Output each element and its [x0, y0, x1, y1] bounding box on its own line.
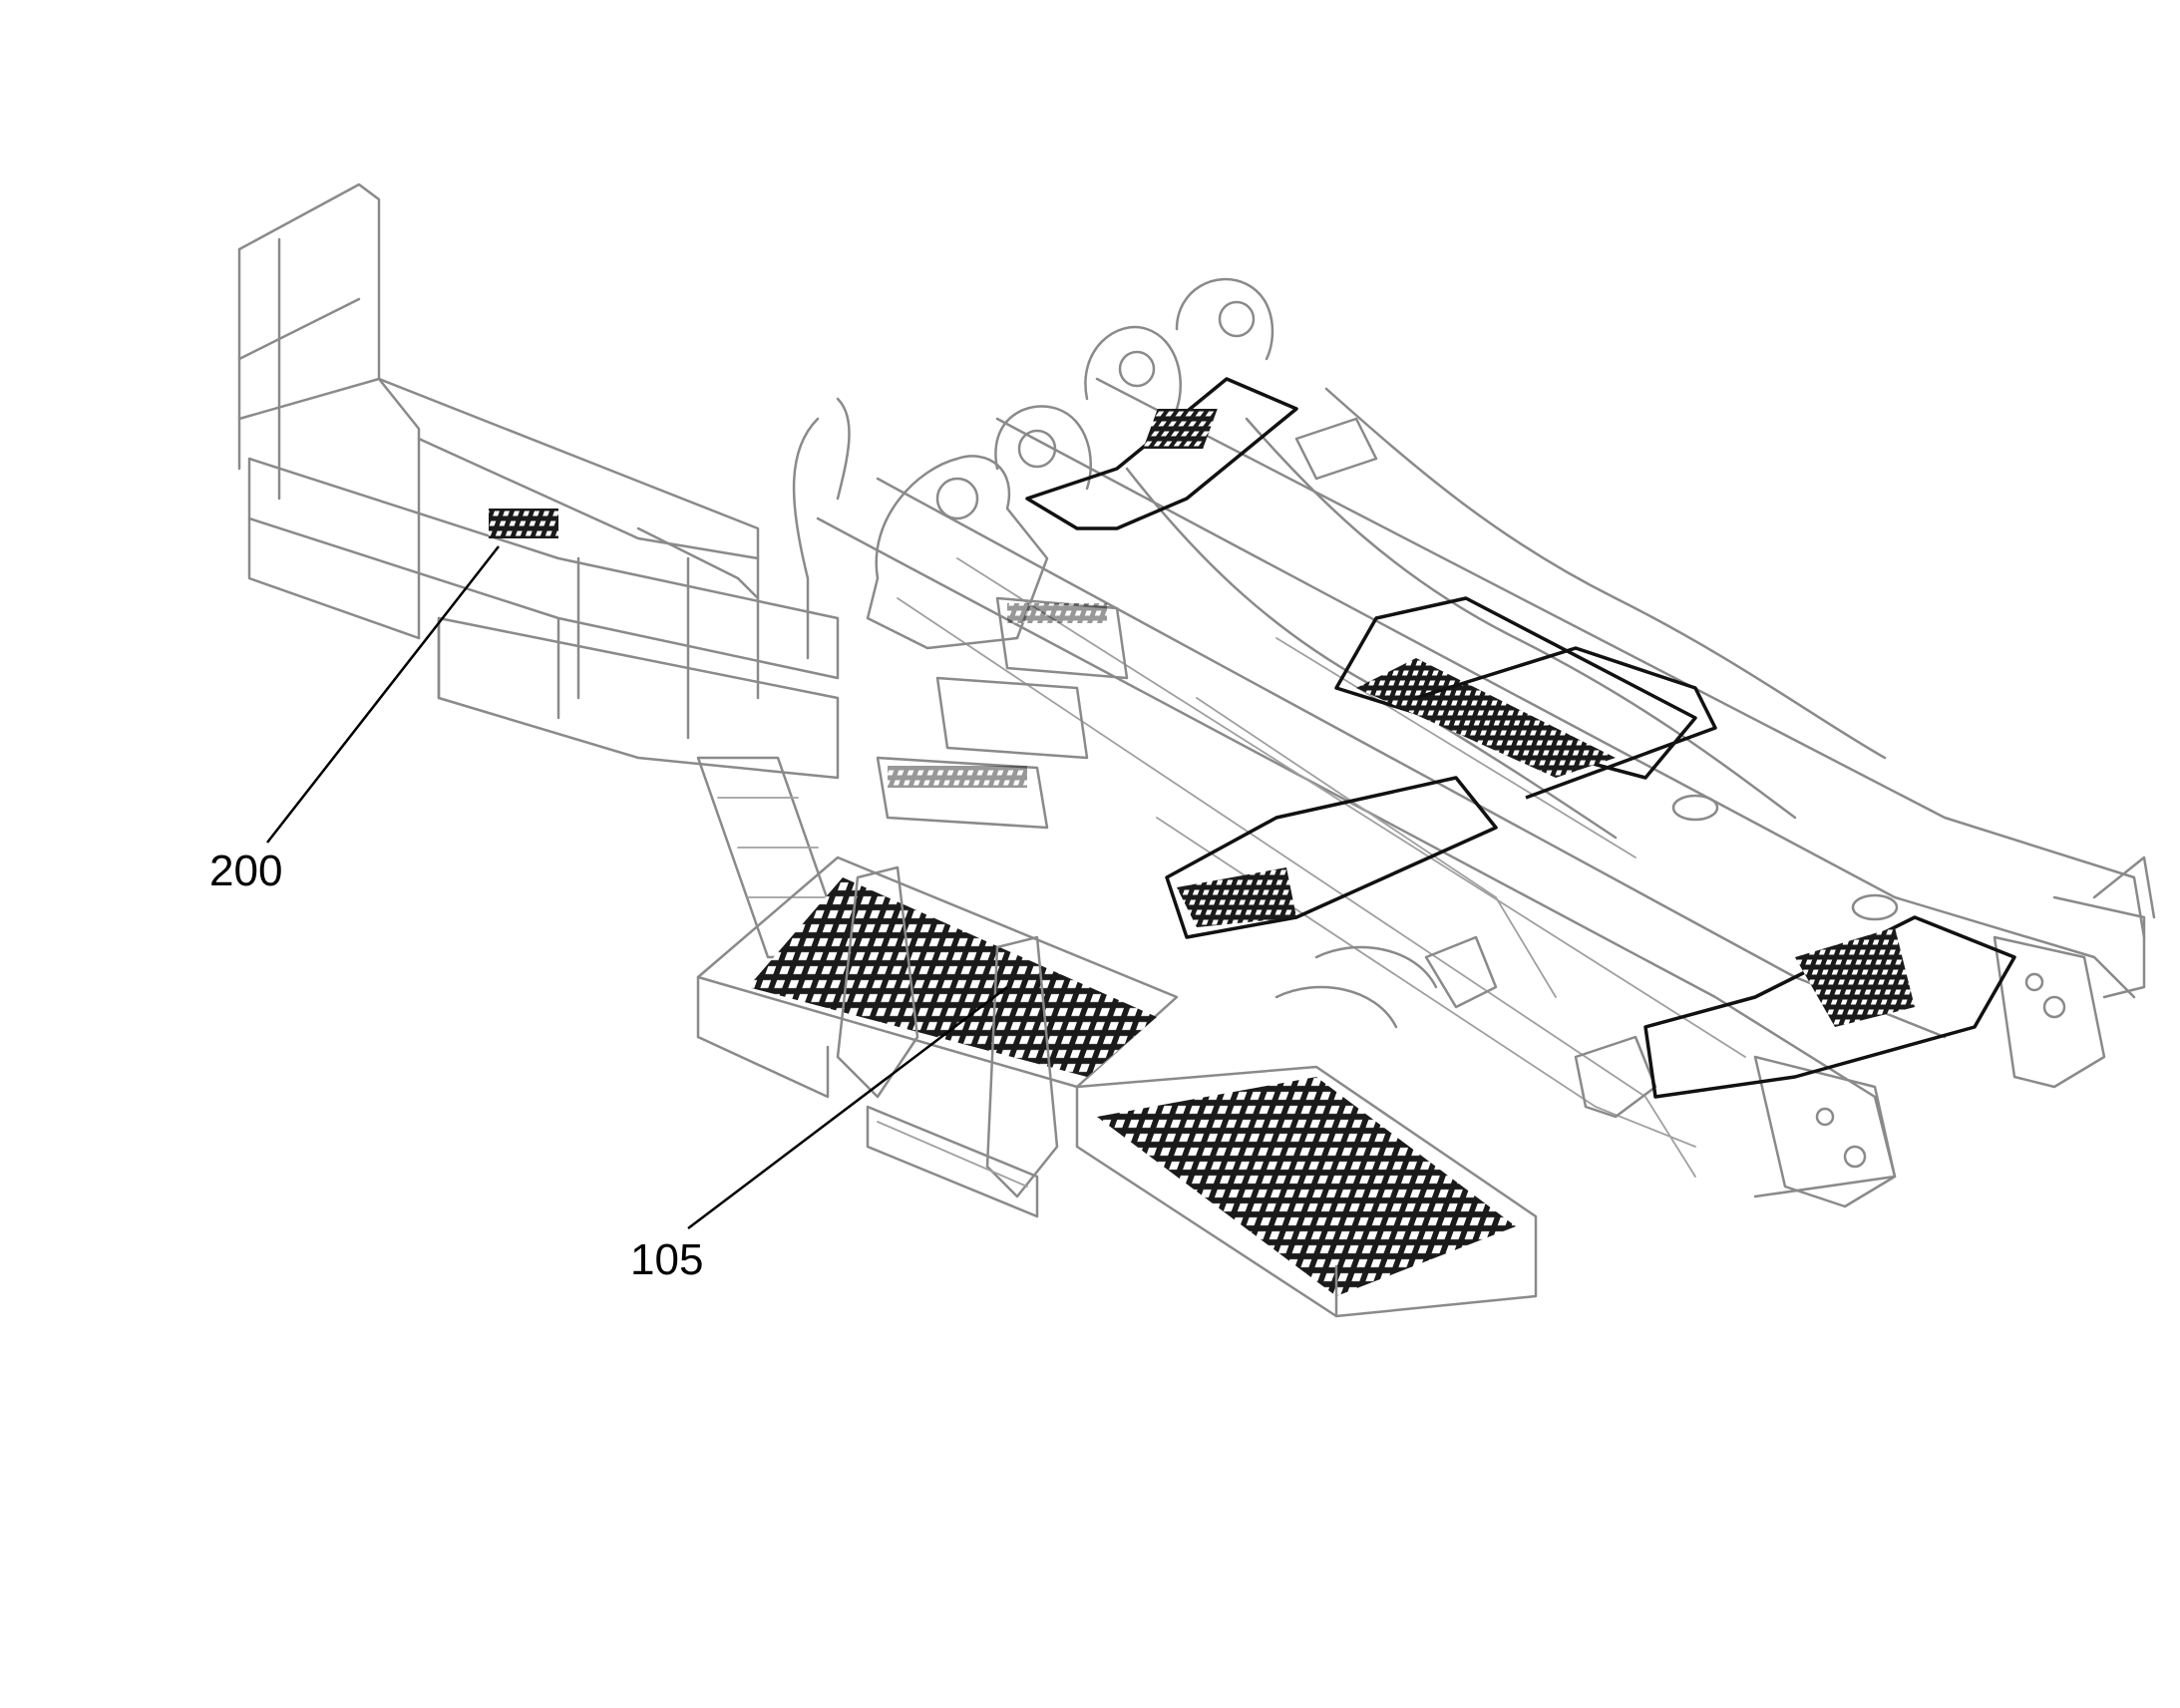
reference-label-200: 200	[209, 847, 283, 895]
reference-label-105: 105	[630, 1235, 704, 1284]
leader-line-105	[687, 986, 1008, 1229]
leader-line-200	[266, 545, 500, 844]
chassis-frame	[816, 377, 2156, 1208]
lower-walkway-105	[696, 855, 1538, 1318]
highlighted-plates	[1025, 377, 2016, 1099]
center-steps	[876, 596, 1129, 830]
boom-mount-plates	[866, 277, 1378, 650]
upper-walkway-200	[237, 182, 851, 959]
